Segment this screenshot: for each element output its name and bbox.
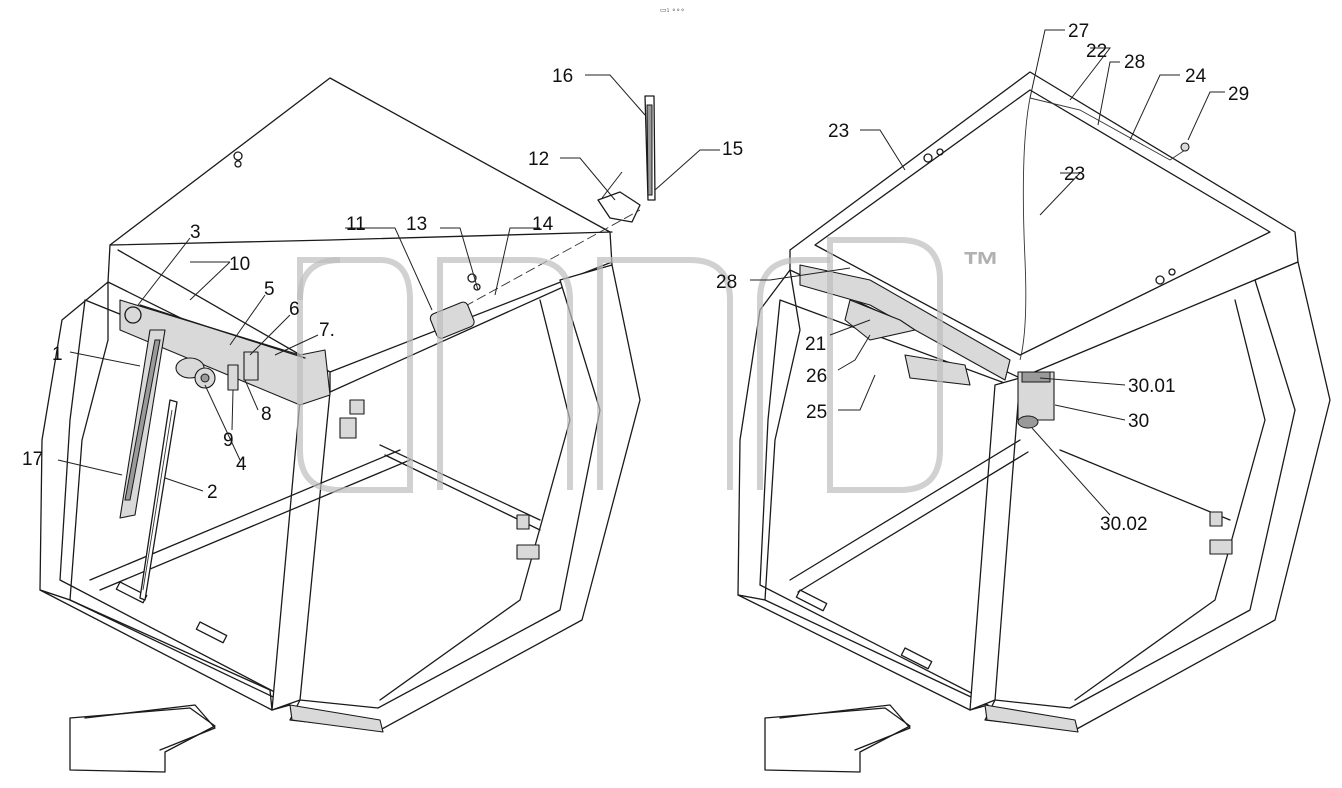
callout-16: 16 — [552, 66, 573, 87]
callout-3: 3 — [190, 222, 201, 243]
callout-14: 14 — [532, 214, 554, 235]
callout-9: 9 — [223, 430, 234, 451]
trademark-symbol: ™ — [962, 245, 1000, 287]
front-direction-arrow-right — [764, 707, 911, 773]
callout-22: 22 — [1086, 41, 1107, 62]
callout-7: 7. — [319, 320, 335, 341]
callout-6: 6 — [289, 299, 300, 320]
callout-21: 21 — [805, 334, 826, 355]
callout-13: 13 — [406, 214, 427, 235]
callout-12: 12 — [528, 149, 549, 170]
callout-26: 26 — [806, 366, 827, 387]
callout-30-01: 30.01 — [1128, 376, 1176, 397]
overhead-console — [799, 264, 1011, 381]
right-callouts: 21 22 23 23 24 25 26 27 28 28 29 30 30.0… — [716, 21, 1249, 535]
left-callouts: 1 2 3 4 5 6 7. 8 9 10 11 12 13 14 15 16 … — [22, 66, 743, 503]
callout-28b: 28 — [716, 272, 737, 293]
header-mark: ▭₁ ∘∘∘ — [660, 6, 685, 14]
callout-28a: 28 — [1124, 52, 1145, 73]
callout-8: 8 — [261, 404, 272, 425]
callout-27: 27 — [1068, 21, 1089, 42]
callout-2: 2 — [207, 482, 218, 503]
callout-10: 10 — [229, 254, 250, 275]
callout-23b: 23 — [1064, 164, 1085, 185]
watermark-logo: ™ — [297, 237, 1000, 493]
callout-25: 25 — [806, 402, 827, 423]
left-front-pillar — [39, 281, 109, 601]
callout-11: 11 — [346, 214, 366, 235]
connector-29 — [1180, 142, 1190, 152]
callout-1: 1 — [52, 344, 63, 365]
callout-30: 30 — [1128, 411, 1149, 432]
wiper-bracket-12 — [597, 191, 641, 223]
callout-5: 5 — [264, 279, 275, 300]
left-cab-side-frame — [289, 264, 641, 731]
left-cab-assembly — [39, 77, 656, 773]
front-direction-arrow-left — [69, 707, 216, 773]
callout-24: 24 — [1185, 66, 1207, 87]
callout-30-02: 30.02 — [1100, 514, 1148, 535]
callout-23a: 23 — [828, 121, 849, 142]
callout-17: 17 — [22, 449, 43, 470]
callout-29: 29 — [1228, 84, 1249, 105]
callout-4: 4 — [236, 454, 247, 475]
callout-15: 15 — [722, 139, 743, 160]
